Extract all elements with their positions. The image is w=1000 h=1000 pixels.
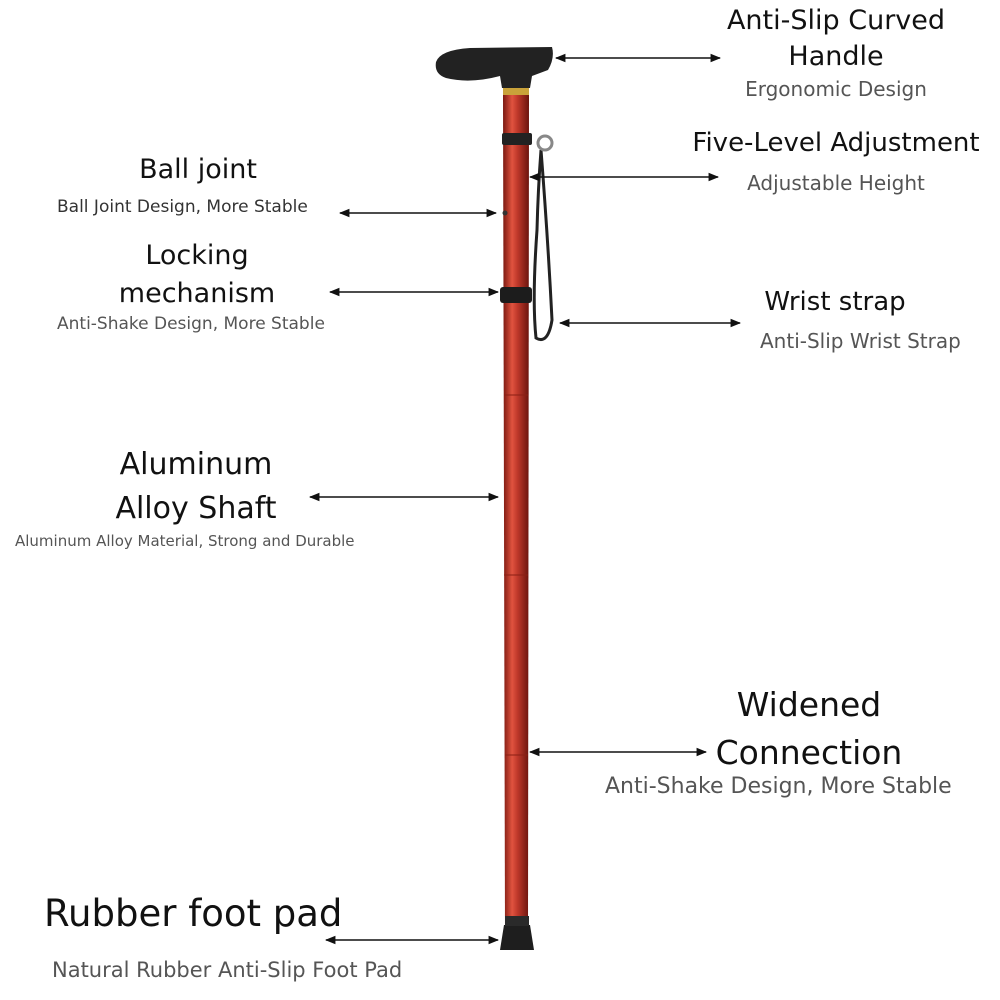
strap-ring (536, 134, 554, 152)
foot-pad-title: Rubber foot pad (44, 892, 343, 935)
curved-handle (435, 47, 553, 88)
adjustment-title: Five-Level Adjustment (692, 128, 980, 158)
wrist-strap (532, 149, 554, 341)
shaft-subtitle: Aluminum Alloy Material, Strong and Dura… (15, 532, 355, 550)
shaft-title-line1: Aluminum (119, 447, 273, 482)
aluminum-shaft (503, 95, 529, 935)
rubber-foot-pad (500, 925, 534, 950)
handle-subtitle: Ergonomic Design (745, 77, 927, 101)
locking-collar (500, 287, 532, 303)
connection-title-line1: Widened (736, 685, 882, 724)
locking-title-line1: Locking (145, 240, 249, 271)
foot-pad-subtitle: Natural Rubber Anti-Slip Foot Pad (52, 958, 403, 982)
connection-subtitle: Anti-Shake Design, More Stable (605, 774, 952, 799)
locking-title-line2: mechanism (118, 278, 276, 309)
ball-joint-subtitle: Ball Joint Design, More Stable (57, 197, 308, 217)
gold-collar (503, 87, 529, 95)
handle-title-line1: Anti-Slip Curved (726, 5, 946, 36)
locking-subtitle: Anti-Shake Design, More Stable (57, 314, 325, 334)
strap-clamp (502, 133, 532, 145)
shaft-title-line2: Alloy Shaft (115, 491, 277, 526)
ball-joint-title: Ball joint (139, 154, 257, 185)
handle-title-line2: Handle (788, 41, 884, 72)
wrist-strap-subtitle: Anti-Slip Wrist Strap (760, 329, 961, 353)
wrist-strap-title: Wrist strap (764, 287, 906, 317)
connection-title-line2: Connection (715, 733, 903, 772)
ball-joint-button (502, 210, 508, 216)
foot-pad-stripe (505, 916, 529, 926)
adjustment-subtitle: Adjustable Height (747, 171, 925, 195)
